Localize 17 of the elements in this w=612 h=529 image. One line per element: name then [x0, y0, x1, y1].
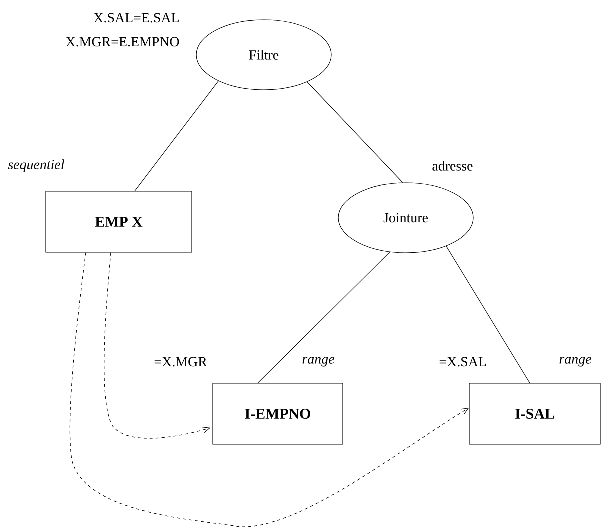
dashed-arrow	[70, 252, 470, 528]
tree-edge	[258, 252, 390, 384]
annotation-label: =X.SAL	[440, 357, 486, 367]
table-box: I-SAL	[469, 383, 601, 445]
predicate-label: X.SAL=E.SAL	[94, 13, 179, 23]
table-box: I-EMPNO	[212, 383, 344, 445]
annotation-label: sequentiel	[8, 160, 64, 172]
tree-edge	[134, 80, 219, 192]
tree-edge	[446, 246, 530, 384]
dashed-arrow	[104, 252, 211, 439]
table-box: EMP X	[46, 191, 192, 253]
tree-edge	[307, 82, 404, 184]
annotation-label: range	[302, 357, 334, 367]
annotation-label: =X.MGR	[154, 357, 208, 367]
predicate-label: X.MGR=E.EMPNO	[66, 37, 180, 47]
annotation-label: range	[560, 357, 592, 367]
annotation-label: adresse	[432, 161, 473, 171]
